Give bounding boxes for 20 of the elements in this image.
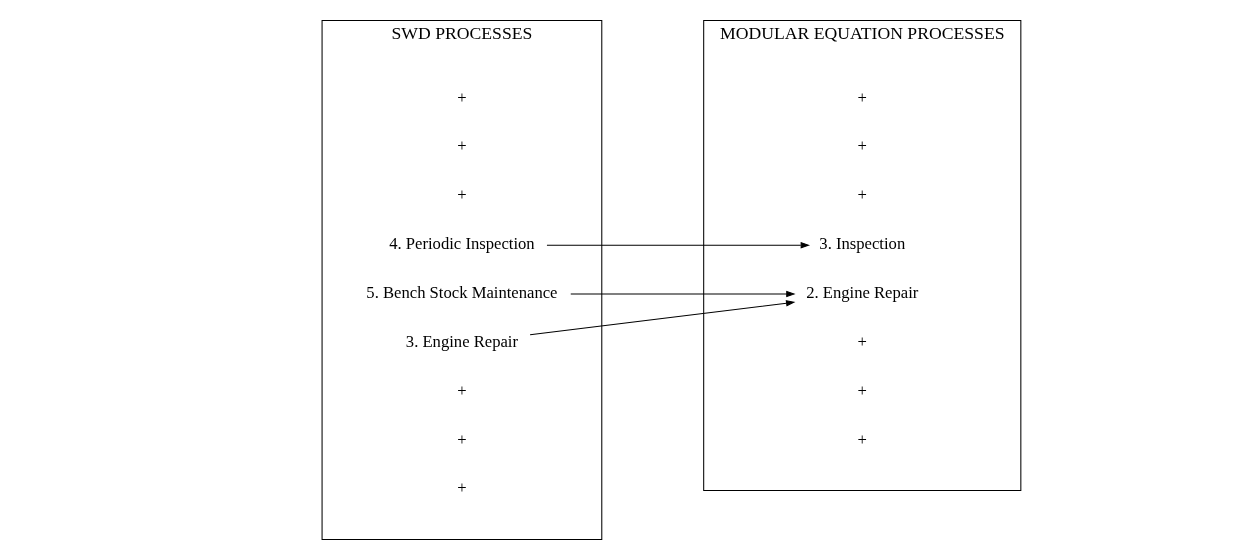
arrow xyxy=(570,290,796,298)
arrow xyxy=(529,300,796,336)
node-text: 3. Inspection xyxy=(819,234,906,254)
label: + xyxy=(457,429,467,449)
node-text: 5. Bench Stock Maintenance xyxy=(366,282,558,302)
label: + xyxy=(457,185,467,205)
label: + xyxy=(457,478,467,498)
node-text: 4. Periodic Inspection xyxy=(389,234,535,254)
label: + xyxy=(457,87,467,107)
label: + xyxy=(857,429,867,449)
label: + xyxy=(857,331,867,351)
label: + xyxy=(457,136,467,156)
label: + xyxy=(857,136,867,156)
node-text: 3. Engine Repair xyxy=(405,331,519,351)
arrow xyxy=(546,241,810,249)
label: + xyxy=(457,380,467,400)
label: + xyxy=(857,185,867,205)
label: + xyxy=(857,87,867,107)
label: + xyxy=(857,380,867,400)
node-text: 2. Engine Repair xyxy=(806,282,919,302)
